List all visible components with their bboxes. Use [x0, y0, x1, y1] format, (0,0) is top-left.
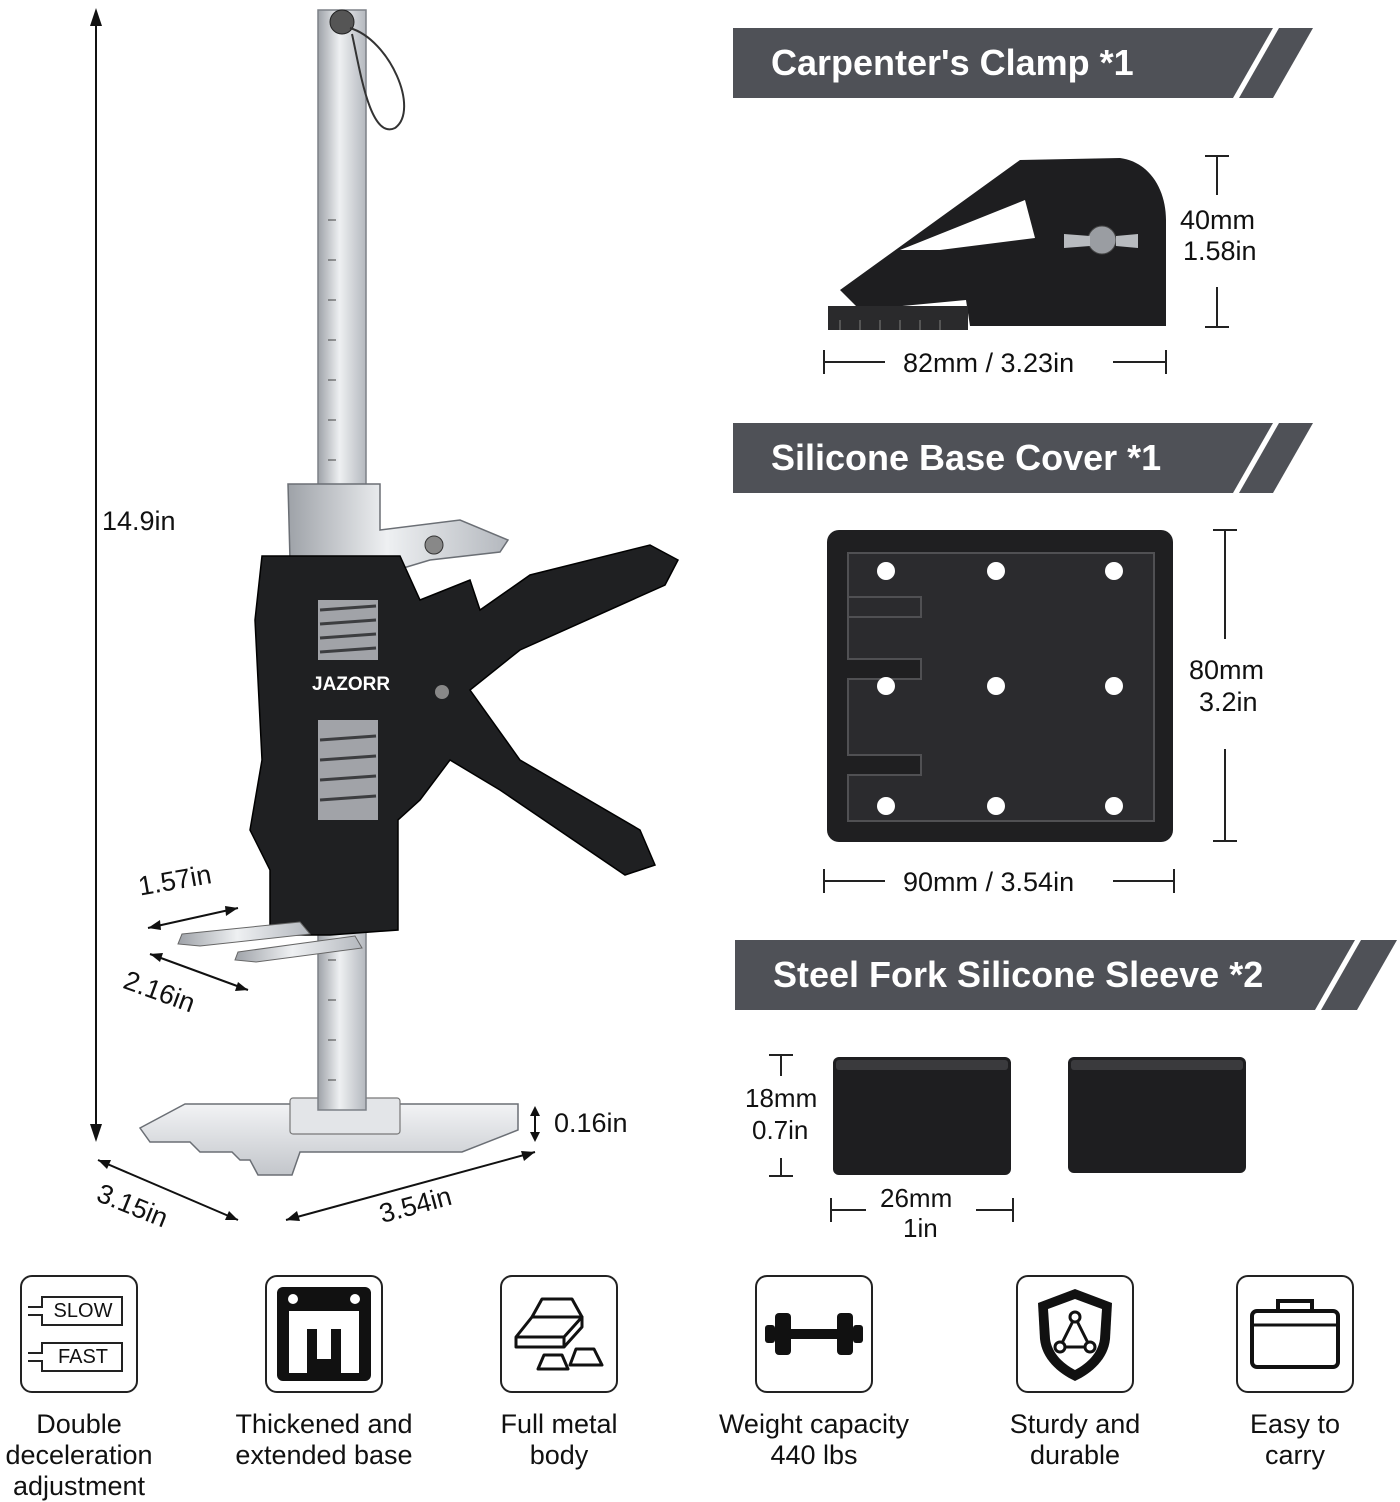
caption-line: body — [529, 1440, 589, 1470]
caption-line: Full metal — [500, 1409, 618, 1439]
bracket-drawing — [830, 1198, 1014, 1222]
base-cover-height-bracket — [1211, 529, 1239, 843]
base-cover-width-label: 90mm / 3.54in — [903, 867, 1075, 897]
fork-sleeve-width-mm: 26mm — [880, 1183, 953, 1213]
bracket-drawing — [823, 869, 1175, 893]
caption-line: carry — [1265, 1440, 1325, 1470]
shield-icon — [1016, 1275, 1134, 1393]
bracket-drawing — [1213, 529, 1237, 842]
caption-line: deceleration — [5, 1440, 153, 1470]
shield-icon-drawing — [1038, 1289, 1112, 1381]
feature-caption: Full metal body — [449, 1409, 669, 1471]
dumbbell-icon-drawing — [765, 1313, 863, 1355]
caption-line: Thickened and — [235, 1409, 413, 1439]
bracket-drawing — [1205, 155, 1229, 328]
caption-line: adjustment — [12, 1471, 146, 1501]
base-cover-image — [826, 529, 1176, 844]
base-cover-width-bracket — [823, 867, 1175, 895]
fork-sleeve-image-1 — [832, 1056, 1012, 1176]
sleeve-drawing — [833, 1057, 1011, 1175]
base-cover-height-in: 3.2in — [1199, 687, 1258, 717]
feature-thickened-base: Thickened and extended base — [214, 1275, 434, 1471]
toolbox-icon-drawing — [1250, 1299, 1340, 1369]
metal-bars-icon — [500, 1275, 618, 1393]
clamp-drawing — [828, 158, 1166, 330]
caption-line: Weight capacity — [718, 1409, 910, 1439]
caption-line: Sturdy and — [1009, 1409, 1141, 1439]
base-icon — [265, 1275, 383, 1393]
bracket-drawing — [823, 350, 1167, 374]
toolbox-icon — [1236, 1275, 1354, 1393]
fork-sleeve-height-in: 0.7in — [752, 1115, 809, 1145]
tool-illustration — [0, 0, 700, 1260]
banner-shape — [733, 423, 1313, 493]
fork-sleeve-image-2 — [1067, 1056, 1247, 1174]
feature-double-deceleration: SLOW FAST Double deceleration adjustment — [0, 1275, 189, 1502]
dumbbell-icon — [755, 1275, 873, 1393]
clamp-height-mm: 40mm — [1180, 205, 1256, 235]
sleeve-drawing — [1068, 1057, 1246, 1173]
banner-shape — [733, 28, 1313, 98]
height-dimension-label: 14.9in — [102, 506, 176, 536]
accessory-banner-base-cover: Silicone Base Cover *1 — [733, 423, 1313, 493]
feature-caption: Sturdy and durable — [965, 1409, 1185, 1471]
feature-easy-carry: Easy to carry — [1185, 1275, 1400, 1471]
feature-caption: Easy to carry — [1185, 1409, 1400, 1471]
fork-sleeve-width-bracket — [830, 1196, 1014, 1224]
fast-label: FAST — [57, 1346, 108, 1368]
clamp-image — [820, 150, 1180, 340]
feature-full-metal-body: Full metal body — [449, 1275, 669, 1471]
lift-tool-drawing — [90, 8, 680, 1221]
metal-bars-icon-drawing — [514, 1297, 604, 1371]
base-icon-drawing — [277, 1287, 371, 1381]
base-cover-drawing — [827, 530, 1173, 842]
fork-sleeve-height-mm: 18mm — [745, 1083, 818, 1113]
caption-line: Double — [36, 1409, 122, 1439]
banner-shape — [735, 940, 1397, 1010]
feature-caption: Weight capacity 440 lbs — [704, 1409, 924, 1471]
caption-line: durable — [1029, 1440, 1121, 1470]
fork-sleeve-height-bracket — [767, 1054, 795, 1178]
caption-line: Easy to — [1249, 1409, 1341, 1439]
accessory-title: Steel Fork Silicone Sleeve *2 — [773, 954, 1264, 995]
feature-weight-capacity: Weight capacity 440 lbs — [704, 1275, 924, 1471]
base-thickness-label: 0.16in — [554, 1108, 628, 1138]
clamp-width-label: 82mm / 3.23in — [903, 348, 1075, 378]
feature-caption: Thickened and extended base — [214, 1409, 434, 1471]
base-cover-height-mm: 80mm — [1189, 655, 1265, 685]
clamp-height-bracket — [1203, 155, 1231, 329]
caption-line: 440 lbs — [770, 1440, 858, 1470]
brand-label: JAZORR — [312, 671, 390, 699]
accessory-banner-fork-sleeve: Steel Fork Silicone Sleeve *2 — [735, 940, 1397, 1010]
accessory-title: Carpenter's Clamp *1 — [771, 42, 1134, 83]
slow-fast-icon-drawing — [28, 1296, 123, 1372]
clamp-width-bracket — [823, 348, 1167, 376]
clamp-height-in: 1.58in — [1183, 236, 1257, 266]
accessory-banner-clamp: Carpenter's Clamp *1 — [733, 28, 1313, 98]
accessory-title: Silicone Base Cover *1 — [771, 437, 1162, 478]
feature-sturdy-durable: Sturdy and durable — [965, 1275, 1185, 1471]
slow-fast-icon: SLOW FAST — [20, 1275, 138, 1393]
feature-caption: Double deceleration adjustment — [0, 1409, 189, 1502]
slow-label: SLOW — [53, 1300, 113, 1322]
bracket-drawing — [769, 1054, 793, 1177]
caption-line: extended base — [235, 1440, 413, 1470]
fork-sleeve-width-in: 1in — [903, 1213, 938, 1243]
